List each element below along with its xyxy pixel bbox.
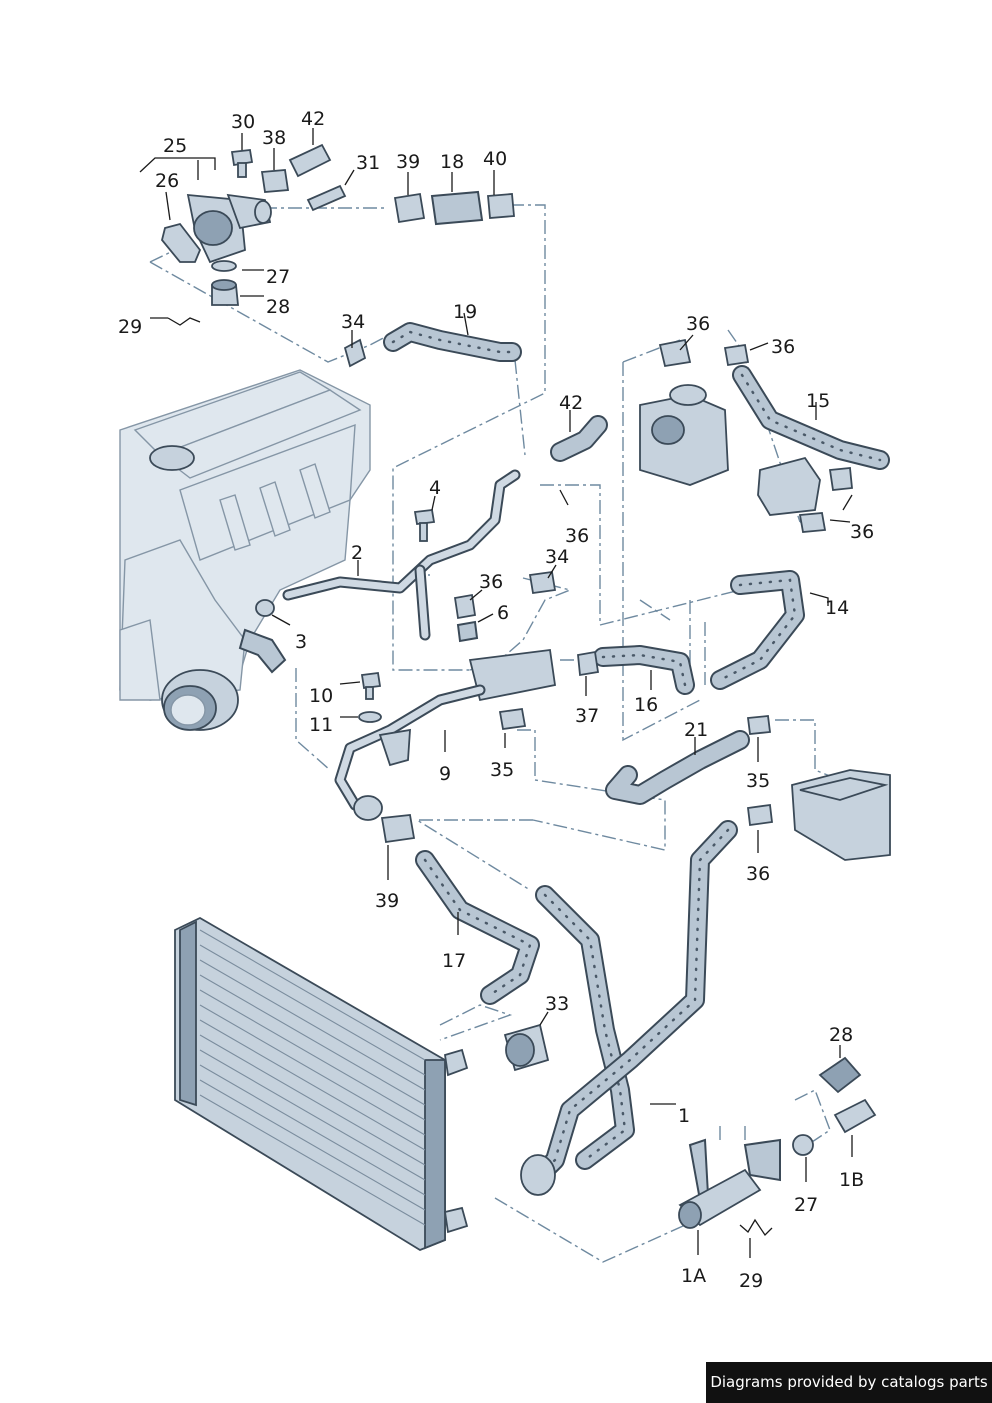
callout-29: 29 (739, 1270, 763, 1292)
callout-19: 19 (453, 301, 477, 323)
callout-42: 42 (301, 108, 325, 130)
callout-27: 27 (266, 266, 290, 288)
callout-38: 38 (262, 127, 286, 149)
callout-29: 29 (118, 316, 142, 338)
callout-36: 36 (565, 525, 589, 547)
radiator (174, 916, 469, 1252)
callout-1A: 1A (681, 1265, 706, 1287)
engine-block (119, 369, 371, 731)
callout-28: 28 (829, 1024, 853, 1046)
throttle-body (639, 338, 750, 486)
callout-37: 37 (575, 705, 599, 727)
callout-30: 30 (231, 111, 255, 133)
callout-21: 21 (684, 719, 708, 741)
callout-1B: 1B (839, 1169, 864, 1191)
callout-36: 36 (686, 313, 710, 335)
callout-36: 36 (479, 571, 503, 593)
expansion-tank-small (757, 456, 853, 533)
thermostat-housing-cluster (161, 143, 515, 326)
callout-17: 17 (442, 950, 466, 972)
callout-40: 40 (483, 148, 507, 170)
coolant-pipe-9 (334, 648, 557, 821)
expansion-tank (747, 769, 891, 861)
callout-10: 10 (309, 685, 333, 707)
junction-1A (678, 1138, 781, 1229)
callout-14: 14 (825, 597, 849, 619)
callout-2: 2 (351, 542, 363, 564)
callout-15: 15 (806, 390, 830, 412)
callout-36: 36 (746, 863, 770, 885)
callout-labels: 30 42 38 31 25 39 18 40 26 27 28 29 34 1… (118, 108, 874, 1292)
callout-42: 42 (559, 392, 583, 414)
callout-28: 28 (266, 296, 290, 318)
credit-banner: Diagrams provided by catalogs parts (706, 1362, 992, 1403)
callout-3: 3 (295, 631, 307, 653)
callout-39: 39 (396, 151, 420, 173)
callout-11: 11 (309, 714, 333, 736)
sensor-1B (833, 1098, 877, 1134)
callout-1: 1 (678, 1105, 690, 1127)
callout-35: 35 (746, 770, 770, 792)
callout-18: 18 (440, 151, 464, 173)
callout-35: 35 (490, 759, 514, 781)
callout-36: 36 (850, 521, 874, 543)
callout-34: 34 (545, 546, 569, 568)
callout-25: 25 (163, 135, 187, 157)
callout-9: 9 (439, 763, 451, 785)
callout-26: 26 (155, 170, 179, 192)
callout-36: 36 (771, 336, 795, 358)
leader-lines (139, 128, 853, 1258)
callout-33: 33 (545, 993, 569, 1015)
callout-6: 6 (497, 602, 509, 624)
callout-16: 16 (634, 694, 658, 716)
callout-39: 39 (375, 890, 399, 912)
callout-31: 31 (356, 152, 380, 174)
callout-4: 4 (429, 477, 441, 499)
cap-28 (818, 1056, 862, 1094)
callout-27: 27 (794, 1194, 818, 1216)
callout-34: 34 (341, 311, 365, 333)
